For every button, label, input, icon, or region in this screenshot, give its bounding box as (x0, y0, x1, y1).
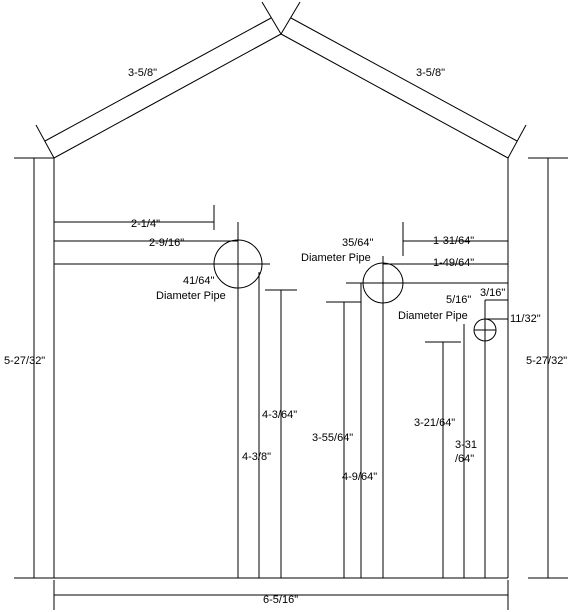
pipe-small-size: 5/16" (446, 294, 471, 306)
pipe-large-offset-2: 2-9/16" (149, 237, 184, 249)
pipe-large-size: 41/64" (183, 275, 215, 287)
pipe-small-group (425, 299, 508, 578)
pipe-medium-group (326, 222, 508, 578)
pipe-medium-label: Diameter Pipe (301, 252, 371, 264)
roof-dimension-lines (35, 1, 527, 159)
pipe-medium-offset-2: 1-49/64" (433, 257, 474, 269)
pipe-medium-height-1: 3-55/64" (312, 432, 353, 444)
pipe-medium-height-2: 4-9/64" (342, 471, 377, 483)
bottom-width-dimension-line (53, 580, 509, 610)
left-height-label: 5-27/32" (4, 355, 45, 367)
wall-height-dimension-lines (14, 157, 568, 579)
pipe-small-offset-1: 3/16" (480, 287, 505, 299)
bottom-width-label: 6-5/16" (263, 594, 298, 606)
pipe-medium-offset-1: 1-31/64" (433, 235, 474, 247)
roof-left-label: 3-5/8" (128, 67, 157, 79)
pipe-large-height-1: 4-3/64" (262, 409, 297, 421)
roof-right-label: 3-5/8" (416, 67, 445, 79)
pipe-large-height-2: 4-3/8" (242, 451, 271, 463)
pipe-medium-size: 35/64" (342, 237, 374, 249)
pipe-large-label: Diameter Pipe (156, 290, 226, 302)
pipe-large-offset-1: 2-1/4" (131, 218, 160, 230)
pipe-small-height-2-line1: 3-31 (455, 439, 477, 451)
pipe-small-offset-2: 11/32" (510, 313, 541, 325)
right-height-label: 5-27/32" (526, 355, 567, 367)
pipe-small-label: Diameter Pipe (398, 310, 468, 322)
pipe-small-height-2-line2: /64" (455, 453, 474, 465)
pipe-small-height-1: 3-21/64" (414, 417, 455, 429)
pipe-large-group (54, 205, 297, 578)
